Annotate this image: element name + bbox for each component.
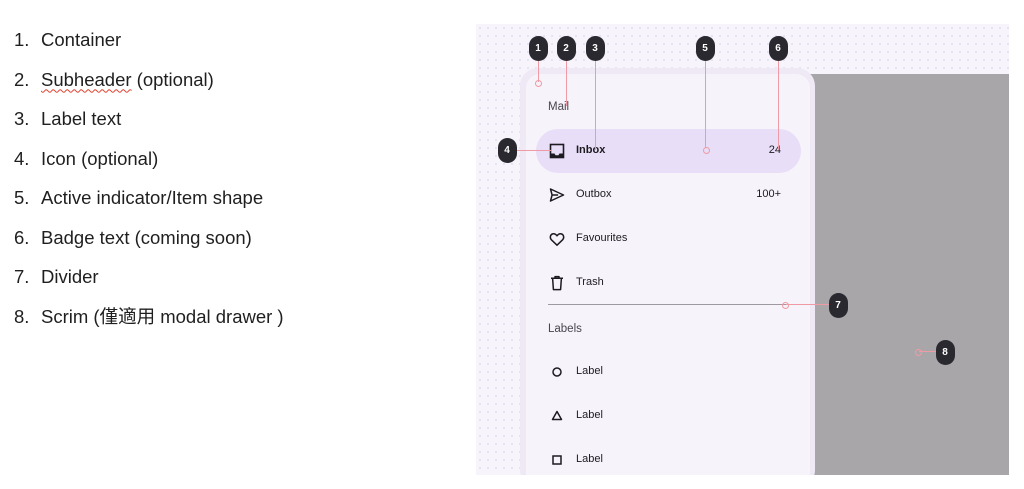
- legend-label-suffix: (optional): [131, 68, 214, 90]
- badge-text: 24: [768, 144, 781, 156]
- drawer-item-label: Label: [576, 365, 603, 377]
- legend-item: 2.Subheader (optional): [14, 68, 214, 90]
- send-icon: [548, 186, 566, 204]
- callout-1: 1: [528, 35, 548, 61]
- legend-label: Container: [41, 29, 122, 50]
- leader-tip-1: [534, 79, 542, 87]
- circle-icon: [548, 363, 566, 381]
- anatomy-legend: 1.Container 2.Subheader (optional) 3.Lab…: [14, 30, 284, 346]
- drawer-item-inbox[interactable]: Inbox 24: [536, 129, 801, 173]
- legend-item: 3.Label text: [14, 108, 122, 129]
- drawer-item-favourites[interactable]: Favourites: [536, 217, 801, 261]
- navigation-drawer: Mail Inbox 24 Outbox 100+ Favourites: [526, 74, 810, 475]
- callout-6: 6: [768, 35, 788, 61]
- leader-tip-7: [781, 301, 789, 309]
- legend-item: 5.Active indicator/Item shape: [14, 187, 264, 208]
- triangle-icon: [548, 407, 566, 425]
- heart-icon: [548, 230, 566, 248]
- leader-line-1: [538, 60, 539, 82]
- drawer-item-label: Inbox: [576, 144, 606, 156]
- drawer-item-label: Outbox: [576, 188, 612, 200]
- legend-item: 1.Container: [14, 29, 122, 50]
- legend-label: Badge text (coming soon): [41, 226, 252, 248]
- drawer-item-label: Label: [576, 453, 603, 465]
- leader-line-8: [919, 351, 937, 352]
- trash-icon: [548, 274, 566, 292]
- leader-tip-5: [702, 146, 710, 154]
- drawer-item-label: Favourites: [576, 232, 628, 244]
- legend-label: Label text: [41, 108, 122, 129]
- callout-5: 5: [695, 35, 715, 61]
- square-icon: [548, 451, 566, 469]
- legend-label: Active indicator/Item shape: [41, 187, 264, 208]
- legend-item: 7.Divider: [14, 266, 99, 287]
- scrim: [804, 74, 1009, 475]
- drawer-item-label-2[interactable]: Label: [536, 394, 801, 438]
- callout-7: 7: [828, 292, 848, 318]
- leader-line-7: [786, 304, 838, 305]
- leader-line-4: [516, 150, 552, 151]
- drawer-item-label-3[interactable]: Label: [536, 438, 801, 475]
- drawer-item-label: Label: [576, 409, 603, 421]
- callout-4: 4: [497, 137, 517, 163]
- drawer-item-label: Trash: [576, 276, 604, 288]
- callout-3: 3: [585, 35, 605, 61]
- subheader-labels: Labels: [548, 323, 582, 335]
- legend-label: Divider: [41, 266, 99, 287]
- divider: [548, 304, 786, 305]
- leader-line-2: [566, 60, 567, 106]
- callout-8: 8: [935, 339, 955, 365]
- legend-label: Icon (optional): [41, 147, 159, 169]
- badge-text: 100+: [756, 188, 781, 200]
- legend-item: 4.Icon (optional): [14, 147, 159, 169]
- leader-tip-8: [914, 348, 922, 356]
- drawer-item-trash[interactable]: Trash: [536, 261, 801, 305]
- subheader-mail: Mail: [548, 101, 570, 113]
- leader-line-5: [705, 60, 706, 148]
- legend-label: Scrim (僅適用 modal drawer ): [41, 305, 284, 327]
- legend-label: Subheader: [41, 68, 132, 90]
- leader-line-6: [778, 60, 779, 150]
- drawer-item-label-1[interactable]: Label: [536, 350, 801, 394]
- anatomy-figure: Mail Inbox 24 Outbox 100+ Favourites: [476, 24, 1009, 475]
- leader-line-3: [595, 60, 596, 150]
- callout-2: 2: [556, 35, 576, 61]
- drawer-item-outbox[interactable]: Outbox 100+: [536, 173, 801, 217]
- legend-item: 6.Badge text (coming soon): [14, 226, 252, 248]
- legend-item: 8.Scrim (僅適用 modal drawer ): [14, 305, 284, 327]
- inbox-icon: [548, 142, 566, 160]
